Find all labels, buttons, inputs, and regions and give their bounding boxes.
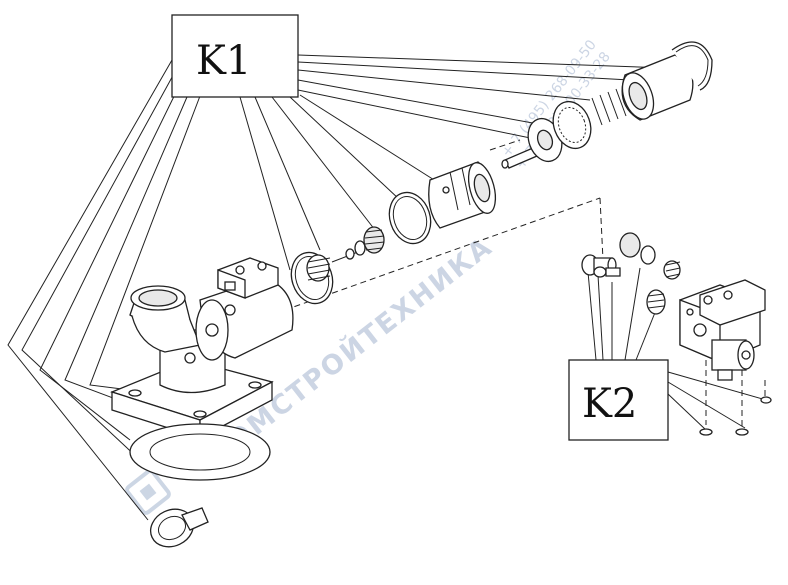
callout-k2: K2 [568, 359, 669, 441]
pilot-needle [331, 240, 366, 263]
spring-small [306, 254, 331, 282]
retaining-ring [671, 41, 713, 91]
assembly-axis-lines [284, 139, 766, 428]
washer-toothed [552, 100, 592, 150]
k1-leader-lines [7, 54, 669, 521]
piston-main [428, 161, 497, 229]
k2-plug-ring [619, 232, 656, 265]
valve-stem [501, 117, 563, 169]
k2-fitting-middle [663, 260, 681, 280]
callout-k1-label: K1 [196, 38, 251, 84]
flange-gasket [129, 423, 271, 481]
k2-bottom-washers [699, 396, 772, 436]
callout-k2-label: K2 [582, 381, 637, 427]
k2-fitting-banjo [581, 254, 621, 278]
diaphragm-disc [150, 507, 209, 548]
solenoid-valve-block [679, 279, 766, 381]
callout-k1: K1 [171, 14, 299, 98]
end-cap [621, 54, 694, 121]
watermark-logo [125, 469, 171, 515]
spring-large [591, 85, 635, 126]
k2-fitting-lower [646, 289, 666, 315]
piston-knurled [363, 226, 385, 254]
o-ring-large-middle [388, 191, 432, 245]
valve-body-assembly [110, 257, 294, 440]
